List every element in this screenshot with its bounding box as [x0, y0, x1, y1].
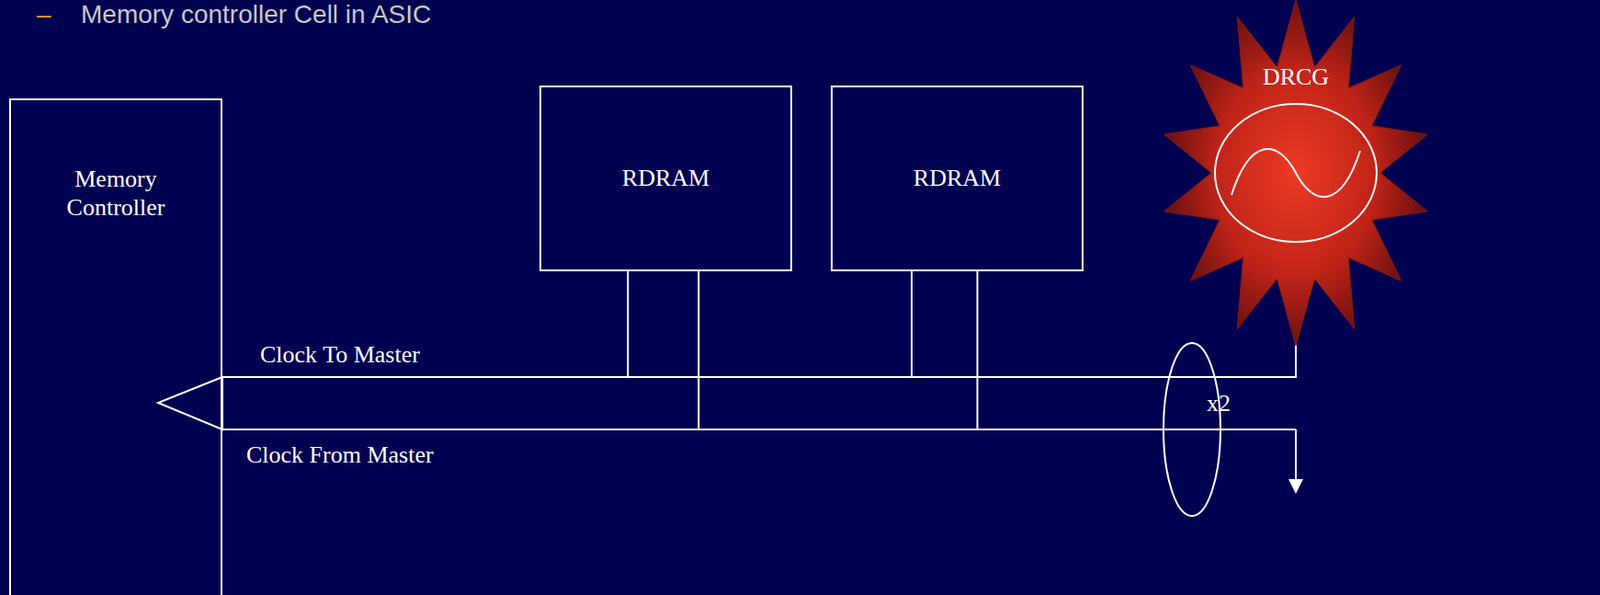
termination-arrow	[1288, 478, 1304, 494]
clock-line	[222, 271, 699, 430]
node-label: RDRAM	[913, 163, 1001, 193]
signal-name: Clock From Master	[246, 441, 434, 469]
node-label: Memory Controller	[46, 164, 185, 222]
clock-line	[976, 428, 1296, 431]
termination-line	[1294, 429, 1297, 480]
controller-box: Memory Controller	[9, 98, 223, 595]
starburst-outline	[1159, 0, 1432, 346]
node-label: DRCG	[1262, 62, 1329, 91]
signal-name: Clock To Master	[260, 340, 420, 369]
clock-line	[911, 241, 1296, 377]
clock-line	[222, 241, 1296, 377]
bus-multiplier: x2	[1206, 389, 1231, 418]
clock-line	[627, 241, 1296, 377]
bullet-dash: –	[36, 0, 52, 30]
bundle-ellipse	[1163, 342, 1221, 516]
node-label: RDRAM	[622, 163, 710, 193]
starburst	[1164, 0, 1428, 346]
rdram-box: RDRAM	[830, 85, 1084, 272]
clock-line	[222, 271, 978, 430]
oscillator-circle	[1214, 103, 1377, 242]
slide-heading: Memory controller Cell in ASIC	[80, 0, 432, 30]
sine-symbol	[1231, 148, 1361, 197]
clock-generator: DRCG	[1159, 0, 1432, 346]
rdram-box: RDRAM	[539, 85, 793, 272]
clock-buffer-symbol	[158, 376, 223, 430]
